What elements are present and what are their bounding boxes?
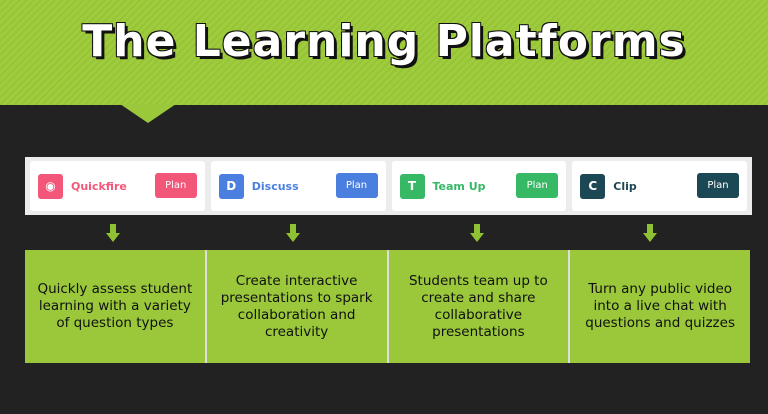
- page-title: The Learning Platforms: [82, 16, 686, 67]
- arrow-down-icon: [470, 224, 484, 242]
- diamond-t-icon: T: [399, 173, 425, 199]
- descriptions: Quickly assess student learning with a v…: [25, 250, 750, 363]
- platform-name: Quickfire: [71, 179, 127, 193]
- platform-name: Team Up: [432, 179, 486, 193]
- arrow-down-icon: [286, 224, 300, 242]
- card-quickfire: ◉ Quickfire Plan: [30, 161, 205, 211]
- description-clip: Turn any public video into a live chat w…: [570, 250, 750, 363]
- description-quickfire: Quickly assess student learning with a v…: [25, 250, 205, 363]
- plan-button[interactable]: Plan: [154, 173, 197, 198]
- play-c-icon: C: [580, 173, 606, 199]
- plan-button[interactable]: Plan: [335, 173, 378, 198]
- flame-icon: ◉: [38, 173, 63, 199]
- platform-name: Clip: [613, 179, 637, 193]
- chat-d-icon: D: [218, 173, 244, 199]
- platform-name: Discuss: [251, 179, 299, 193]
- card-discuss: D Discuss Plan: [210, 161, 386, 211]
- arrow-down-icon: [643, 224, 657, 242]
- banner-notch: [120, 104, 176, 123]
- plan-button[interactable]: Plan: [516, 173, 559, 198]
- arrow-down-icon: [106, 224, 120, 242]
- card-team-up: T Team Up Plan: [391, 161, 567, 211]
- plan-button[interactable]: Plan: [697, 173, 739, 198]
- title-banner: [0, 0, 768, 105]
- description-team-up: Students team up to create and share col…: [388, 250, 569, 363]
- card-clip: C Clip Plan: [572, 161, 747, 211]
- description-discuss: Create interactive presentations to spar…: [206, 250, 387, 363]
- platform-cards: ◉ Quickfire Plan D Discuss Plan T Team U…: [25, 157, 752, 215]
